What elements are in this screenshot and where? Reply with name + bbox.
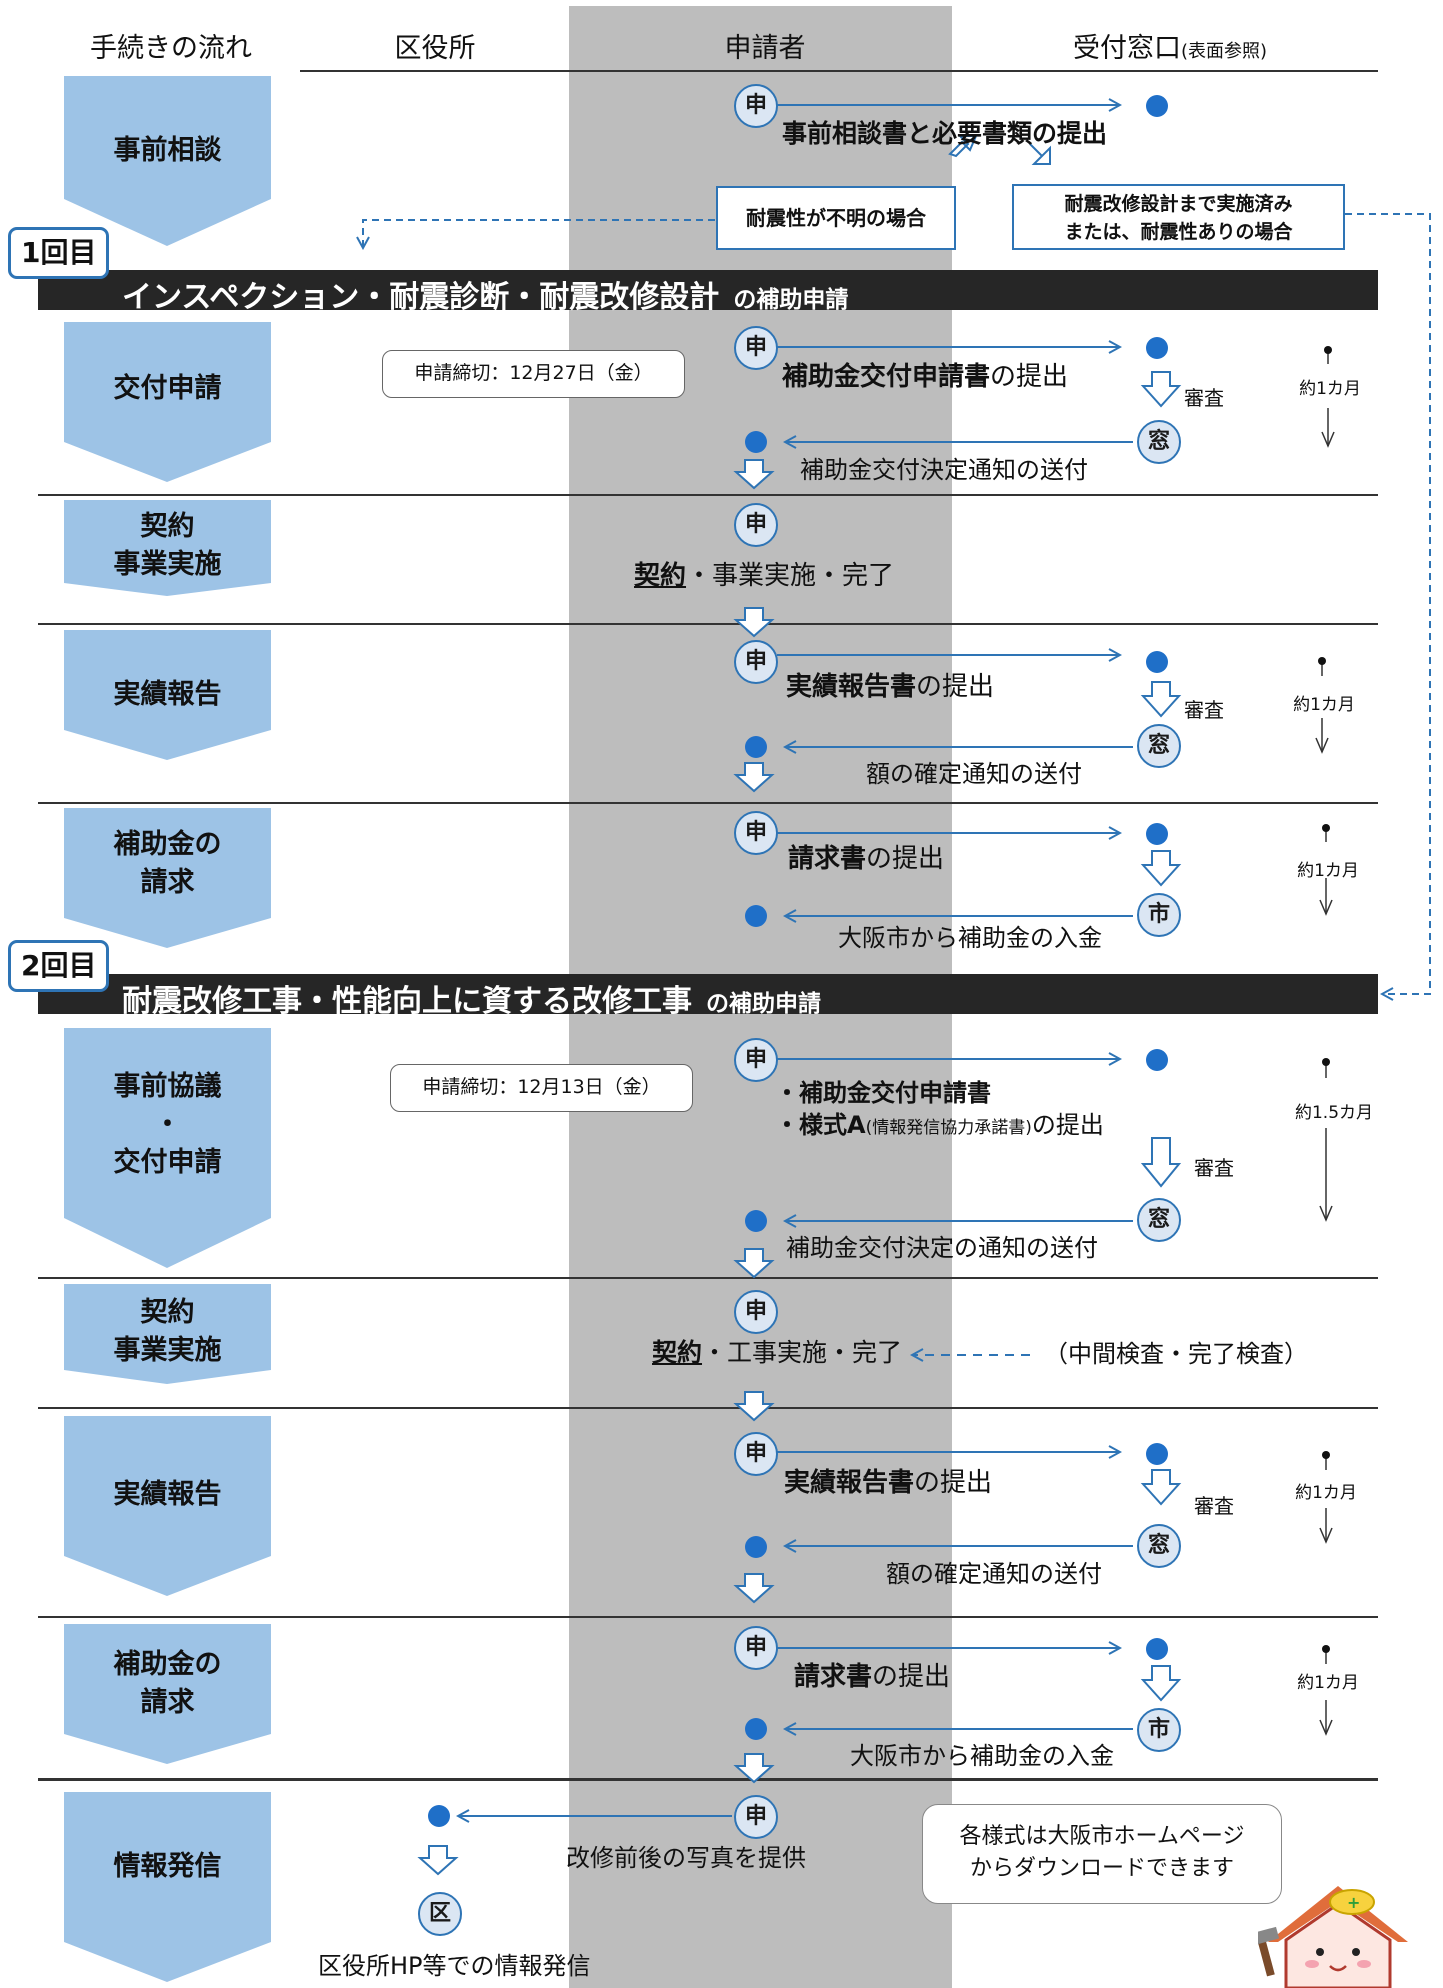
window-dot	[1146, 337, 1168, 359]
applicant-dot	[745, 1210, 767, 1232]
r2-invoice-text: 請求書の提出	[794, 1662, 951, 1692]
ward-dot	[428, 1805, 450, 1827]
window-dot	[1146, 1049, 1168, 1071]
window-dot	[1146, 651, 1168, 673]
row-divider	[38, 1407, 1378, 1409]
row-divider	[38, 623, 1378, 625]
window-stamp: 窓	[1137, 1524, 1181, 1568]
r2-decision-text: 補助金交付決定の通知の送付	[786, 1234, 1098, 1262]
r2-duration-1: 約1.5カ月	[1294, 1103, 1374, 1123]
r1-review-label: 審査	[1184, 386, 1224, 410]
round1-deadline-callout: 申請締切：12月27日（金）	[382, 350, 685, 398]
download-note-bubble: 各様式は大阪市ホームページ からダウンロードできます	[922, 1804, 1282, 1904]
round2-deadline-callout: 申請締切：12月13日（金）	[390, 1064, 693, 1112]
pre-action-text: 事前相談書と必要書類の提出	[782, 119, 1108, 148]
applicant-stamp: 申	[734, 84, 778, 128]
applicant-stamp: 申	[734, 1795, 778, 1839]
ward-stamp: 区	[418, 1892, 462, 1936]
r2-duration-3: 約1カ月	[1297, 1673, 1359, 1693]
r2-ward-info-text: 区役所HP等での情報発信	[318, 1952, 591, 1980]
row-divider	[38, 802, 1378, 804]
r1-duration-2: 約1カ月	[1293, 695, 1355, 715]
step-r2-contract: 契約 事業実施	[64, 1284, 271, 1384]
round1-tab: 1回目	[8, 227, 110, 279]
r2-payment-text: 大阪市から補助金の入金	[850, 1742, 1114, 1770]
window-stamp: 窓	[1137, 1198, 1181, 1242]
applicant-stamp: 申	[734, 326, 778, 370]
column-header-flow: 手続きの流れ	[90, 33, 252, 64]
applicant-stamp: 申	[734, 1290, 778, 1334]
r1-payment-text: 大阪市から補助金の入金	[838, 924, 1102, 952]
window-stamp: 窓	[1137, 420, 1181, 464]
r2-apply-line1: ・補助金交付申請書	[775, 1079, 991, 1107]
r1-invoice-text: 請求書の提出	[788, 844, 945, 874]
r1-report-text: 実績報告書の提出	[786, 672, 995, 702]
step-pre-consultation: 事前相談	[64, 76, 271, 246]
applicant-dot	[745, 736, 767, 758]
applicant-dot	[745, 1536, 767, 1558]
column-header-window: 受付窓口(表面参照)	[1072, 33, 1268, 64]
r1-confirm-text: 額の確定通知の送付	[866, 760, 1082, 788]
city-stamp: 市	[1137, 893, 1181, 937]
r1-review-label-2: 審査	[1184, 698, 1224, 722]
row-divider	[38, 1616, 1378, 1618]
r1-decision-text: 補助金交付決定通知の送付	[800, 456, 1088, 484]
step-r1-grant-application: 交付申請	[64, 322, 271, 482]
applicant-stamp: 申	[734, 1432, 778, 1476]
applicant-stamp: 申	[734, 640, 778, 684]
r2-duration-2: 約1カ月	[1295, 1483, 1357, 1503]
step-r1-report: 実績報告	[64, 630, 271, 760]
applicant-stamp: 申	[734, 1038, 778, 1082]
r2-review-label-2: 審査	[1194, 1494, 1234, 1518]
r2-apply-line2: ・様式A(情報発信協力承諾書)の提出	[775, 1111, 1104, 1139]
header-divider	[300, 70, 1378, 72]
row-divider	[38, 1778, 1378, 1781]
applicant-dot	[745, 905, 767, 927]
row-divider	[38, 1277, 1378, 1279]
r2-inspection-text: （中間検査・完了検査）	[1044, 1340, 1308, 1368]
step-r2-publicity: 情報発信	[64, 1792, 271, 1982]
window-stamp: 窓	[1137, 724, 1181, 768]
step-r2-claim: 補助金の 請求	[64, 1624, 271, 1764]
r1-apply-text: 補助金交付申請書の提出	[782, 362, 1069, 392]
row-divider	[38, 494, 1378, 496]
r2-confirm-text: 額の確定通知の送付	[886, 1560, 1102, 1588]
r2-report-text: 実績報告書の提出	[784, 1468, 993, 1498]
step-r1-claim: 補助金の 請求	[64, 808, 271, 948]
branch-done-box: 耐震改修設計まで実施済み または、耐震性ありの場合	[1012, 184, 1345, 250]
branch-unknown-box: 耐震性が不明の場合	[716, 186, 956, 250]
city-stamp: 市	[1137, 1708, 1181, 1752]
column-header-applicant: 申請者	[724, 33, 806, 64]
step-r2-report: 実績報告	[64, 1416, 271, 1596]
r2-contract-text: 契約・工事実施・完了	[652, 1338, 903, 1367]
round1-banner: インスペクション・耐震診断・耐震改修設計の補助申請	[38, 270, 1378, 315]
r1-duration-3: 約1カ月	[1297, 861, 1359, 881]
r2-photos-text: 改修前後の写真を提供	[566, 1844, 806, 1872]
round2-tab: 2回目	[8, 940, 110, 992]
column-header-ward: 区役所	[394, 33, 476, 64]
window-dot	[1146, 95, 1168, 117]
r1-duration-1: 約1カ月	[1299, 379, 1361, 399]
applicant-stamp: 申	[734, 503, 778, 547]
applicant-stamp: 申	[734, 811, 778, 855]
r2-review-label: 審査	[1194, 1156, 1234, 1180]
applicant-dot	[745, 1718, 767, 1740]
svg-text:+: +	[1347, 1893, 1360, 1912]
step-r2-application: 事前協議 ・ 交付申請	[64, 1028, 271, 1268]
applicant-stamp: 申	[734, 1626, 778, 1670]
window-dot	[1146, 823, 1168, 845]
round2-banner: 耐震改修工事・性能向上に資する改修工事の補助申請	[38, 974, 1378, 1019]
window-dot	[1146, 1443, 1168, 1465]
window-dot	[1146, 1638, 1168, 1660]
house-mascot-icon: +	[1258, 1886, 1408, 1988]
r1-contract-text: 契約・事業実施・完了	[634, 561, 895, 591]
step-r1-contract: 契約 事業実施	[64, 500, 271, 596]
applicant-dot	[745, 431, 767, 453]
